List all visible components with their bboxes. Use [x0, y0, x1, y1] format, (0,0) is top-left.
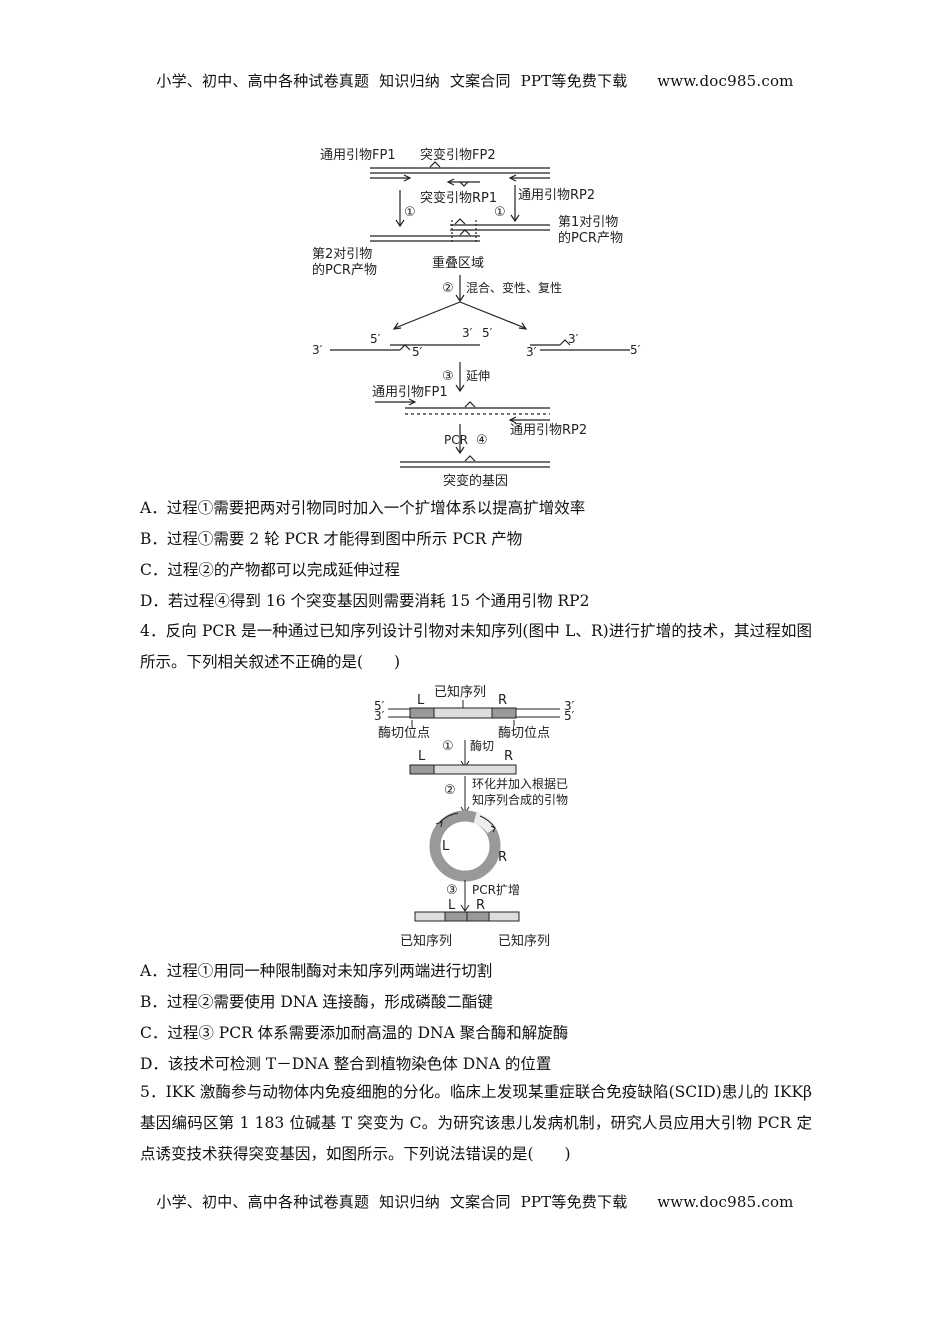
- prime-3-left: 3′: [374, 709, 385, 723]
- r-label-top: R: [498, 693, 507, 708]
- l-label-cut: L: [418, 749, 426, 764]
- q3-option-b: B．过程①需要 2 轮 PCR 才能得到图中所示 PCR 产物: [140, 530, 523, 548]
- pair1-label-a: 第1对引物: [558, 215, 618, 230]
- prime-mid-3: 3′: [462, 326, 473, 340]
- step1-marker-right: ①: [494, 205, 506, 220]
- l-label-product: L: [448, 898, 456, 913]
- prime-left-5b: 5′: [412, 345, 423, 359]
- prime-left-3: 3′: [312, 343, 323, 357]
- step3-text: PCR扩增: [472, 883, 520, 897]
- rp2-label: 通用引物RP2: [518, 188, 595, 203]
- step1-marker: ①: [442, 739, 454, 754]
- page-footer: 小学、初中、高中各种试卷真题 知识归纳 文案合同 PPT等免费下载 www.do…: [156, 1193, 794, 1211]
- known-seq-label-left: 已知序列: [400, 933, 452, 949]
- prime-right-5: 5′: [630, 343, 641, 357]
- prime-right-3b: 3′: [568, 332, 579, 346]
- q5-stem: 5．IKK 激酶参与动物体内免疫细胞的分化。临床上发现某重症联合免疫缺陷(SCI…: [140, 1083, 812, 1163]
- step3-text: 延伸: [466, 369, 490, 383]
- step1-marker-left: ①: [404, 205, 416, 220]
- q4-option-a: A．过程①用同一种限制酶对未知序列两端进行切割: [140, 962, 493, 980]
- rp2-label-2: 通用引物RP2: [510, 423, 587, 438]
- inverse-pcr-figure: 已知序列 L R 5′ 3′ 3′ 5′ 酶切位点 酶切位点 L R ① 酶切 …: [374, 684, 575, 949]
- step3-marker: ③: [446, 883, 458, 898]
- step2-text-b: 知序列合成的引物: [472, 792, 568, 807]
- known-seq-label-right: 已知序列: [498, 933, 550, 949]
- q3-option-d: D．若过程④得到 16 个突变基因则需要消耗 15 个通用引物 RP2: [140, 592, 590, 610]
- q4-stem: 4．反向 PCR 是一种通过已知序列设计引物对未知序列(图中 L、R)进行扩增的…: [140, 622, 812, 671]
- step4-marker: ④: [476, 433, 488, 448]
- fp1-label: 通用引物FP1: [320, 148, 396, 163]
- pair2-label-a: 第2对引物: [312, 247, 372, 262]
- result-label: 突变的基因: [443, 473, 508, 489]
- pcr-label: PCR: [444, 433, 468, 447]
- rp1-label: 突变引物RP1: [420, 190, 497, 206]
- cut-site-right: 酶切位点: [498, 725, 550, 741]
- q3-option-c: C．过程②的产物都可以完成延伸过程: [140, 561, 400, 579]
- fp2-label: 突变引物FP2: [420, 147, 496, 163]
- prime-mid-5: 5′: [482, 326, 493, 340]
- overlap-label: 重叠区域: [432, 255, 484, 271]
- cut-site-left: 酶切位点: [378, 725, 430, 741]
- step2-marker: ②: [444, 783, 456, 798]
- q3-option-a: A．过程①需要把两对引物同时加入一个扩增体系以提高扩增效率: [140, 499, 586, 517]
- step2-marker: ②: [442, 281, 454, 296]
- step2-text-a: 环化并加入根据已: [472, 777, 568, 791]
- prime-5-right: 5′: [564, 709, 575, 723]
- prime-5-left: 5′: [374, 699, 385, 713]
- step2-text: 混合、变性、复性: [466, 280, 562, 295]
- pair2-label-b: 的PCR产物: [312, 262, 377, 278]
- overlap-pcr-figure: 通用引物FP1 突变引物FP2 突变引物RP1 通用引物RP2 ① ① 第1对引…: [312, 147, 641, 489]
- pair1-label-b: 的PCR产物: [558, 230, 623, 246]
- known-seq-label-top: 已知序列: [434, 684, 486, 700]
- fp1-label-2: 通用引物FP1: [372, 385, 448, 400]
- page-header: 小学、初中、高中各种试卷真题 知识归纳 文案合同 PPT等免费下载 www.do…: [156, 72, 794, 90]
- r-label-circle: R: [498, 850, 507, 865]
- r-label-product: R: [476, 898, 485, 913]
- q4-option-c: C．过程③ PCR 体系需要添加耐高温的 DNA 聚合酶和解旋酶: [140, 1024, 569, 1042]
- l-label-circle: L: [442, 839, 450, 854]
- prime-left-5a: 5′: [370, 332, 381, 346]
- q4-option-d: D．该技术可检测 T－DNA 整合到植物染色体 DNA 的位置: [140, 1055, 552, 1073]
- q4-option-b: B．过程②需要使用 DNA 连接酶，形成磷酸二酯键: [140, 993, 493, 1011]
- r-label-cut: R: [504, 749, 513, 764]
- prime-3-right: 3′: [564, 699, 575, 713]
- step1-text: 酶切: [470, 738, 494, 753]
- l-label-top: L: [417, 693, 425, 708]
- step3-marker: ③: [442, 369, 454, 384]
- prime-right-3a: 3′: [526, 345, 537, 359]
